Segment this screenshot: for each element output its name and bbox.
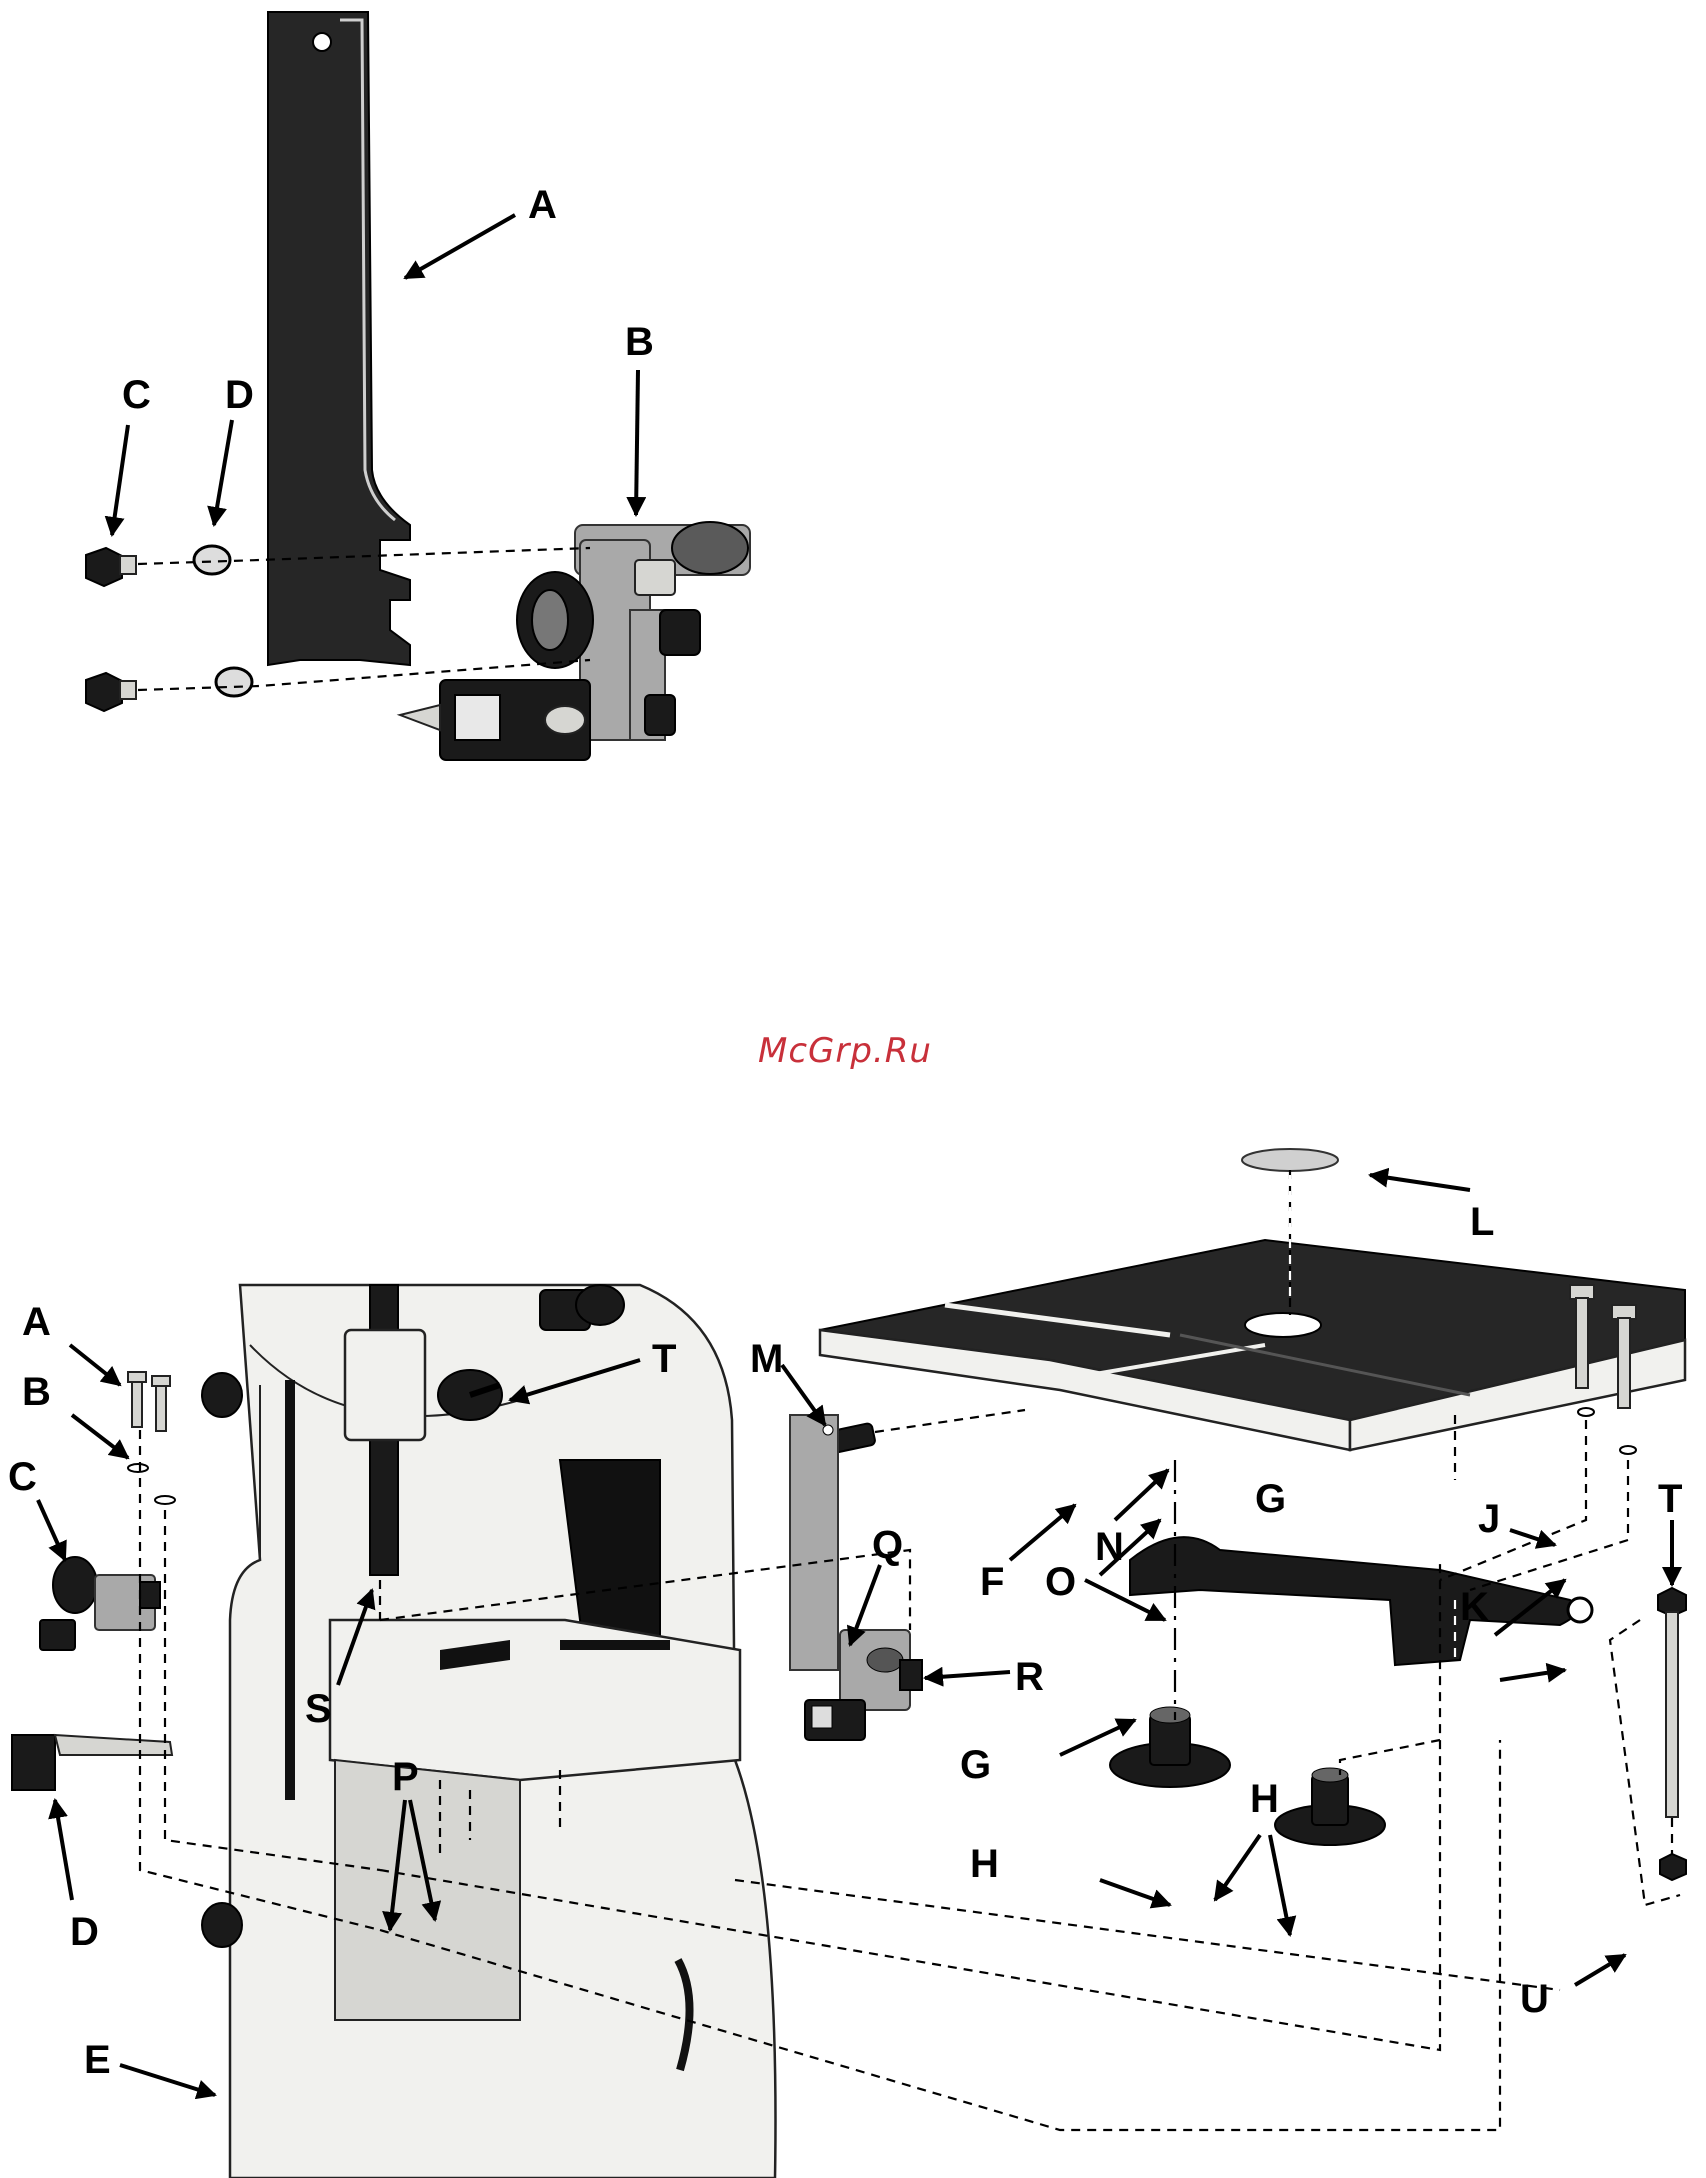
top-arrow-b <box>636 370 638 515</box>
bottom-label-n: N <box>1095 1525 1124 1569</box>
top-arrow-a <box>405 215 515 278</box>
saw-frame <box>202 1285 776 2178</box>
bottom-label-h-left: H <box>970 1842 999 1886</box>
top-arrow-d <box>214 420 232 525</box>
bottom-label-g-right: G <box>1255 1477 1286 1521</box>
bottom-label-j: J <box>1478 1497 1500 1541</box>
bottom-label-p: P <box>392 1755 419 1799</box>
bottom-label-t-right: T <box>1658 1477 1682 1521</box>
left-guide-block <box>0 1557 160 1665</box>
bottom-label-a: A <box>22 1300 51 1344</box>
bottom-label-k: K <box>1460 1585 1489 1629</box>
top-arrow-c <box>112 425 128 535</box>
bottom-label-m: M <box>750 1337 783 1381</box>
bottom-label-d: D <box>70 1910 99 1954</box>
top-label-c: C <box>122 373 151 417</box>
top-label-d: D <box>225 373 254 417</box>
top-fence-bracket <box>268 12 410 665</box>
bottom-figure: A B C D E F G G H H J K L M N O P Q R S … <box>0 1149 1686 2178</box>
top-label-b: B <box>625 320 654 364</box>
bottom-label-h-right: H <box>1250 1777 1279 1821</box>
top-bolt-lower <box>86 673 136 711</box>
left-screws <box>128 1372 175 1504</box>
trunnion-knob-left <box>1110 1707 1230 1787</box>
bottom-label-f: F <box>980 1560 1004 1604</box>
bottom-label-b: B <box>22 1370 51 1414</box>
top-guide-block <box>400 522 750 760</box>
watermark: McGrp.Ru <box>758 1031 932 1071</box>
bottom-label-u: U <box>1520 1977 1549 2021</box>
bottom-label-o: O <box>1045 1560 1076 1604</box>
bottom-label-c: C <box>8 1455 37 1499</box>
bottom-label-g-left: G <box>960 1743 991 1787</box>
bottom-label-e: E <box>84 2038 111 2082</box>
bottom-label-q: Q <box>872 1523 903 1567</box>
bottom-label-r: R <box>1015 1655 1044 1699</box>
bottom-label-l: L <box>1470 1200 1494 1244</box>
top-bolt-upper <box>86 548 136 586</box>
table-insert <box>1242 1149 1338 1171</box>
top-washer-upper <box>194 546 230 574</box>
table-top <box>820 1240 1685 1450</box>
small-fence-bracket <box>790 1415 922 1740</box>
left-blade-guard <box>12 1735 172 1790</box>
trunnion-assembly <box>1130 1537 1592 1665</box>
bottom-label-t-left: T <box>652 1337 676 1381</box>
top-washer-lower <box>216 668 252 696</box>
top-label-a: A <box>528 183 557 227</box>
trunnion-knob-right <box>1275 1768 1385 1845</box>
bottom-label-s: S <box>305 1687 332 1731</box>
top-figure: A B C D <box>86 12 750 760</box>
